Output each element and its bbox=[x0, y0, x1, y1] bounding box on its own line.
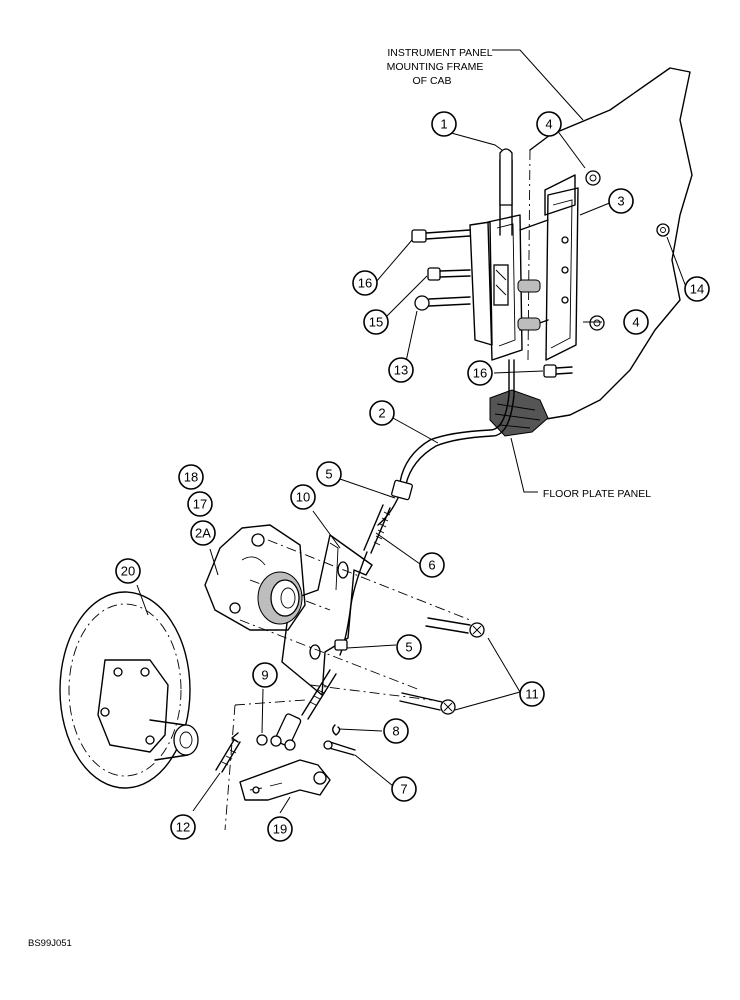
svg-text:3: 3 bbox=[617, 194, 624, 209]
bolt-16-upper bbox=[411, 229, 471, 243]
svg-text:16: 16 bbox=[473, 366, 487, 381]
control-cable bbox=[377, 359, 515, 526]
panel-frame-label-1: INSTRUMENT PANEL bbox=[387, 47, 492, 59]
svg-text:7: 7 bbox=[400, 782, 407, 797]
callout-10: 10 bbox=[290, 484, 316, 510]
callout-6: 6 bbox=[419, 552, 445, 578]
callout-1: 1 bbox=[431, 111, 457, 137]
floor-plate-label: FLOOR PLATE PANEL bbox=[543, 488, 651, 500]
svg-text:4: 4 bbox=[545, 117, 552, 132]
svg-text:17: 17 bbox=[193, 497, 207, 512]
callout-13: 13 bbox=[388, 357, 414, 383]
callout-3: 3 bbox=[608, 188, 634, 214]
nut-4-lower bbox=[589, 315, 605, 331]
svg-text:6: 6 bbox=[428, 558, 435, 573]
callout-16-lower: 16 bbox=[467, 360, 493, 386]
svg-text:2A: 2A bbox=[195, 526, 211, 541]
cable-spring-sleeve bbox=[339, 504, 391, 656]
cable-end-spring bbox=[270, 669, 337, 751]
callout-15: 15 bbox=[363, 309, 389, 335]
figure-code: BS99J051 bbox=[28, 938, 72, 949]
callout-5-lower: 5 bbox=[396, 634, 422, 660]
brake-housing bbox=[204, 524, 306, 631]
brake-disc bbox=[59, 591, 199, 789]
long-bolt-upper bbox=[425, 617, 485, 638]
callout-14: 14 bbox=[684, 276, 710, 302]
callout-11: 11 bbox=[519, 681, 545, 707]
svg-text:9: 9 bbox=[261, 668, 268, 683]
return-spring bbox=[215, 732, 241, 773]
floor-plate-grommet bbox=[489, 389, 549, 437]
callout-19: 19 bbox=[267, 816, 293, 842]
callout-2: 2 bbox=[369, 400, 395, 426]
svg-text:13: 13 bbox=[394, 363, 408, 378]
svg-text:11: 11 bbox=[525, 687, 539, 702]
mounting-bracket bbox=[545, 187, 579, 361]
control-lever bbox=[469, 148, 549, 361]
clip-8 bbox=[332, 724, 341, 736]
callout-7: 7 bbox=[391, 776, 417, 802]
svg-text:5: 5 bbox=[405, 640, 412, 655]
svg-text:10: 10 bbox=[296, 490, 310, 505]
svg-text:18: 18 bbox=[184, 470, 198, 485]
svg-text:19: 19 bbox=[273, 822, 287, 837]
svg-text:14: 14 bbox=[690, 282, 704, 297]
callout-2a: 2A bbox=[190, 520, 216, 546]
long-bolt-lower bbox=[399, 692, 456, 715]
brake-lever-arm bbox=[239, 759, 331, 801]
callout-9: 9 bbox=[252, 662, 278, 688]
callout-18: 18 bbox=[178, 464, 204, 490]
callout-17: 17 bbox=[187, 491, 213, 517]
svg-text:1: 1 bbox=[440, 117, 447, 132]
callout-4-lower: 4 bbox=[623, 309, 649, 335]
pin-7 bbox=[323, 740, 356, 756]
nut-14 bbox=[656, 223, 670, 237]
bolt-13 bbox=[414, 295, 471, 311]
svg-text:20: 20 bbox=[121, 564, 135, 579]
bolt-16-lower bbox=[543, 364, 573, 378]
callout-4-upper: 4 bbox=[536, 111, 562, 137]
bolt-15 bbox=[427, 267, 471, 281]
svg-text:5: 5 bbox=[325, 467, 332, 482]
svg-text:2: 2 bbox=[378, 406, 385, 421]
panel-frame-label-3: OF CAB bbox=[412, 75, 451, 87]
svg-text:15: 15 bbox=[369, 315, 383, 330]
panel-frame-label-2: MOUNTING FRAME bbox=[387, 61, 484, 73]
callout-12: 12 bbox=[170, 814, 196, 840]
leader-lines bbox=[136, 49, 687, 814]
callout-20: 20 bbox=[115, 558, 141, 584]
svg-text:8: 8 bbox=[392, 724, 399, 739]
callout-5-upper: 5 bbox=[316, 461, 342, 487]
callout-8: 8 bbox=[383, 718, 409, 744]
svg-text:16: 16 bbox=[358, 276, 372, 291]
svg-text:12: 12 bbox=[176, 820, 190, 835]
callout-16-upper: 16 bbox=[352, 270, 378, 296]
svg-text:4: 4 bbox=[632, 315, 639, 330]
nut-4-upper bbox=[585, 170, 601, 186]
nut-9 bbox=[256, 734, 268, 746]
